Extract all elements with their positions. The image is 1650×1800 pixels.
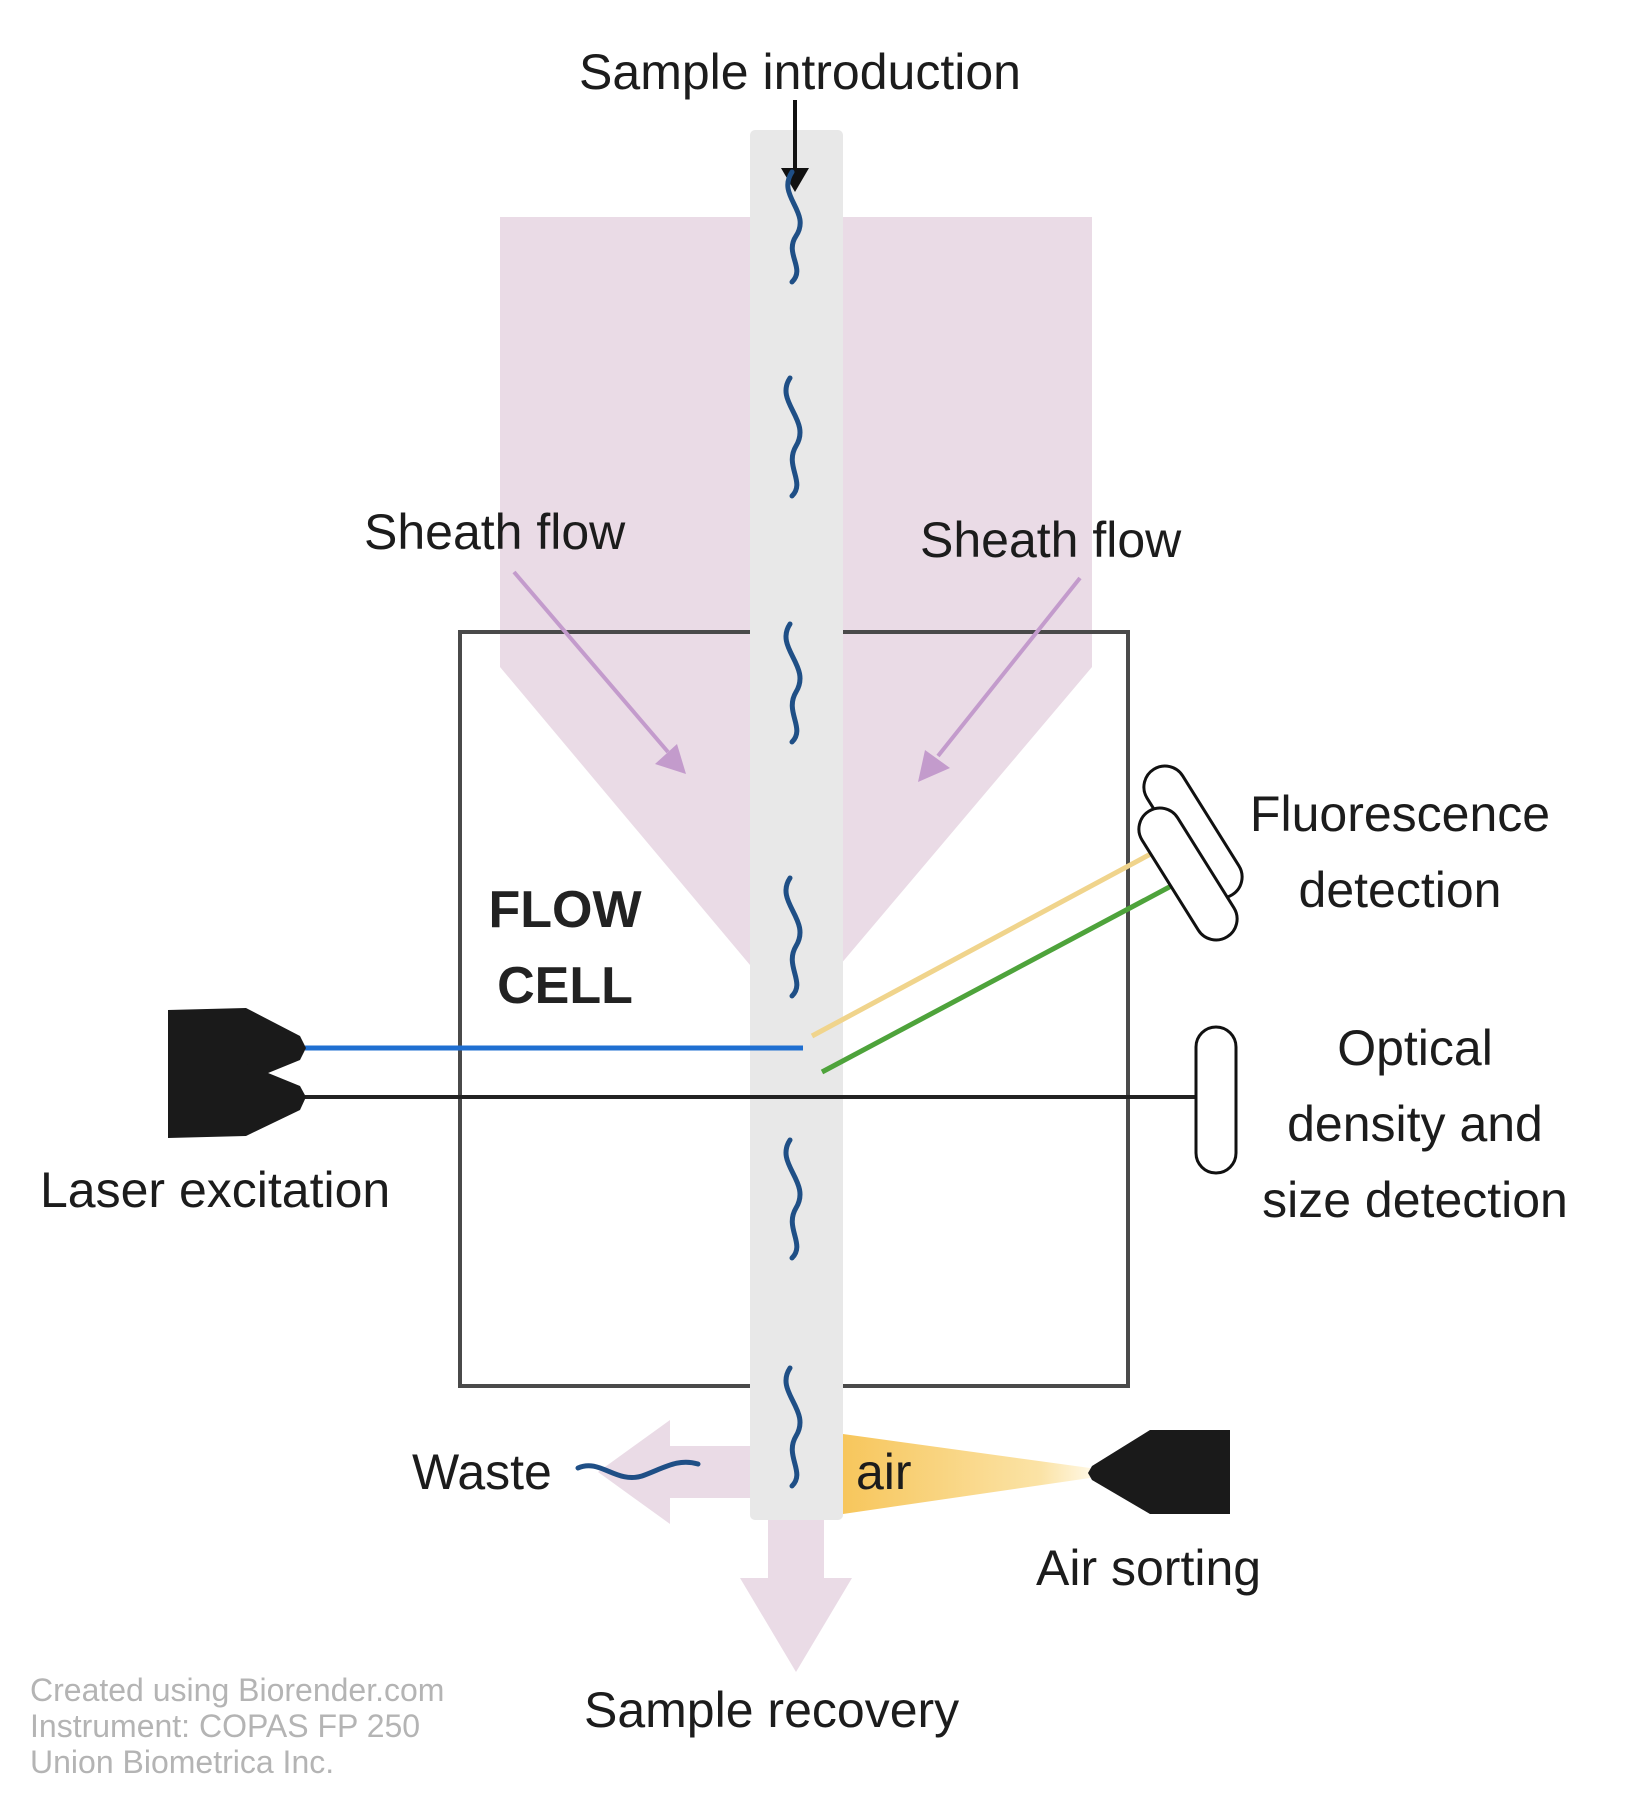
- flow-cell-label-line1: FLOW: [488, 881, 642, 939]
- fluorescence-line-yellow: [810, 847, 1160, 1039]
- air-label: air: [856, 1444, 912, 1500]
- air-jet: [843, 1434, 1090, 1514]
- sheath-flow-arrow-right: [918, 576, 1082, 782]
- credit-line2: Instrument: COPAS FP 250: [30, 1708, 421, 1744]
- waste-arrow: [598, 1420, 758, 1524]
- worm-5: [783, 1137, 803, 1261]
- air-sorting-label: Air sorting: [1036, 1540, 1262, 1596]
- optical-density-label: Optical density and size detection: [1230, 1010, 1600, 1238]
- sheath-flow-arrow-left: [512, 570, 686, 774]
- optical-label-line2: density and: [1287, 1096, 1543, 1152]
- worm-2: [783, 375, 803, 499]
- credit-line1: Created using Biorender.com: [30, 1672, 445, 1708]
- flow-cell-label-line2: CELL: [497, 957, 633, 1015]
- credit-line3: Union Biometrica Inc.: [30, 1744, 335, 1780]
- fluorescence-label-line2: detection: [1298, 862, 1502, 918]
- sheath-flow-left-label: Sheath flow: [364, 504, 626, 560]
- flow-cell-label: FLOW CELL: [440, 872, 690, 1024]
- worm-4: [783, 875, 803, 999]
- sheath-flow-right-label: Sheath flow: [920, 512, 1182, 568]
- worm-1: [785, 169, 803, 285]
- sample-channel: [750, 130, 843, 1520]
- waste-label: Waste: [412, 1444, 552, 1500]
- fluorescence-detector: [1137, 764, 1244, 942]
- worms: [575, 169, 803, 1489]
- worm-3: [783, 621, 803, 745]
- optical-label-line1: Optical: [1337, 1020, 1493, 1076]
- laser-device: [168, 1008, 306, 1138]
- worm-6: [783, 1365, 803, 1489]
- sample-introduction-label: Sample introduction: [579, 44, 1021, 100]
- fluorescence-detection-label: Fluorescence detection: [1220, 776, 1580, 928]
- sample-recovery-arrow: [740, 1514, 852, 1672]
- waste-worm: [575, 1459, 701, 1480]
- fluorescence-label-line1: Fluorescence: [1249, 786, 1551, 842]
- laser-excitation-label: Laser excitation: [40, 1162, 391, 1218]
- credits: Created using Biorender.com Instrument: …: [30, 1672, 444, 1780]
- sample-recovery-label: Sample recovery: [584, 1682, 960, 1738]
- optical-density-detector: [1194, 1025, 1238, 1175]
- optical-label-line3: size detection: [1262, 1172, 1568, 1228]
- fluorescence-line-green: [820, 881, 1177, 1075]
- air-sorting-nozzle: [1088, 1430, 1230, 1514]
